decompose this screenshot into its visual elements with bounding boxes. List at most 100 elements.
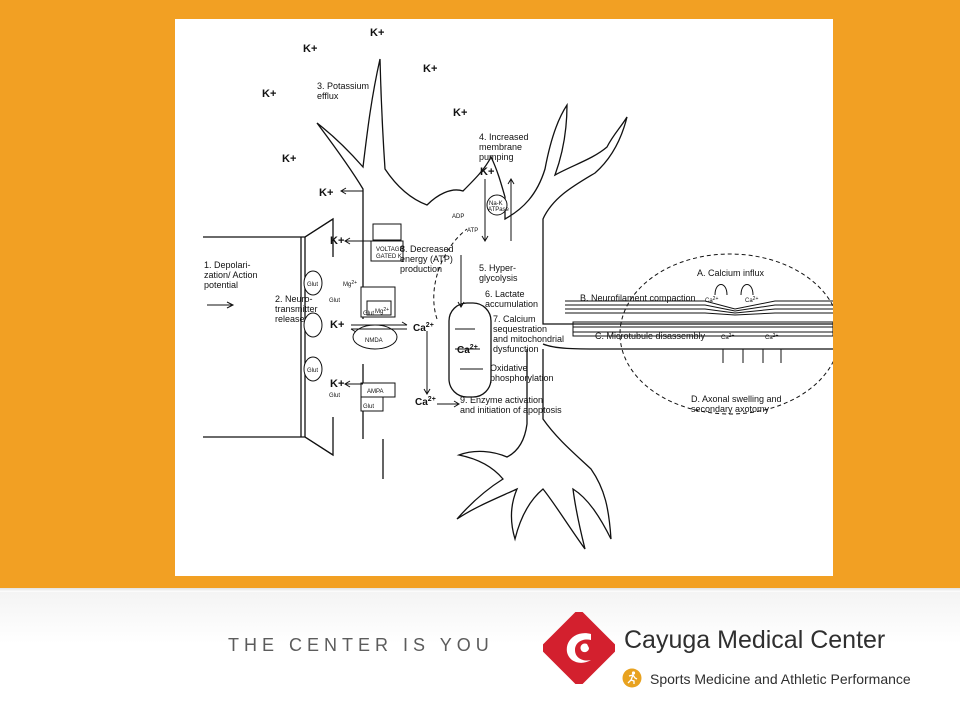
step1-line1: 1. Depolari-: [204, 260, 251, 270]
ca-label-1: Ca2+: [413, 322, 434, 334]
step9-line2: and initiation of apoptosis: [460, 405, 562, 415]
k-ion-label-6: K+: [282, 153, 296, 165]
step6-line2: accumulation: [485, 299, 538, 309]
glut-label-6: Glut: [363, 404, 374, 410]
k-ion-label-1: K+: [370, 27, 384, 39]
brand-subtitle: Sports Medicine and Athletic Performance: [650, 671, 911, 687]
step1-line3: potential: [204, 280, 238, 290]
mg-label-2: Mg2+: [375, 307, 389, 315]
step9-line1: 9. Enzyme activation: [460, 395, 543, 405]
oxidative-line2: phosphorylation: [490, 373, 554, 383]
mg-box: [366, 300, 392, 316]
depolarization-arrow: [207, 301, 235, 309]
axon-c-label: C. Microtubule disassembly: [595, 331, 706, 341]
mitochondrion: [448, 302, 492, 398]
glut-vesicle-1: [303, 270, 323, 296]
axon-microtubule-tube: [572, 321, 833, 337]
glut-label-5: Glut: [363, 311, 374, 317]
glut-label-1: Glut: [307, 282, 318, 288]
step5-line1: 5. Hyper-: [479, 263, 516, 273]
calcium-influx-arrows: [714, 284, 782, 363]
glycolysis-arrow: [457, 255, 465, 308]
glut-label-3: Glut: [307, 368, 318, 374]
step7-line1: 7. Calcium: [493, 314, 536, 324]
mg-label-1: Mg2+: [343, 280, 357, 288]
axon-b-label: B. Neurofilament compaction: [580, 293, 696, 303]
atp-production-arrow: [433, 228, 468, 320]
adp-label: ADP: [452, 214, 464, 220]
neuron-soma-outline: [316, 58, 833, 325]
glut-vesicle-2: [303, 312, 323, 338]
axonal-swelling-outline: [619, 253, 833, 415]
axon-ca-label-2: Ca2+: [745, 296, 758, 304]
step8-line3: production: [400, 264, 442, 274]
k-ion-label-2: K+: [303, 43, 317, 55]
step2-line2: transmitter: [275, 304, 318, 314]
ca-entry-arrow: [423, 331, 431, 395]
footer-divider: [0, 588, 960, 592]
enzyme-activation-arrow: [437, 400, 460, 408]
step4-line2: membrane: [479, 142, 522, 152]
ca-label-3: Ca2+: [415, 396, 436, 408]
ampa-glut-box: [360, 396, 384, 412]
presynaptic-terminal-cleft: [300, 218, 334, 456]
k-efflux-arrow-2: [344, 237, 373, 245]
k-ion-label-7: K+: [319, 187, 333, 199]
k-ion-label-10: K+: [330, 319, 344, 331]
k-ion-label-9: K+: [330, 235, 344, 247]
axon-ca-label-3: Ca2+: [721, 333, 734, 341]
vgk-line2: GATED K: [376, 254, 402, 260]
cayuga-swirl-icon: [543, 612, 615, 684]
k-ion-label-4: K+: [262, 88, 276, 100]
glut-label-2: Glut: [329, 298, 340, 304]
pump-arrow-down: [481, 179, 489, 242]
step4-line1: 4. Increased: [479, 132, 529, 142]
na-k-atpase-pump: [486, 194, 508, 216]
k-ion-label-8: K+: [480, 166, 494, 178]
step7-line4: dysfunction: [493, 344, 539, 354]
step4-line3: pumping: [479, 152, 514, 162]
diagram-labels: K+ K+ K+ K+ K+ K+ K+ K+ K+ K+ K+ 3. Pota…: [204, 27, 782, 415]
axon-ca-label-1: Ca2+: [705, 296, 718, 304]
axon-d-line1: D. Axonal swelling and: [691, 394, 782, 404]
k-ca-exchange-arrow: [350, 321, 408, 333]
step3-line2: efflux: [317, 91, 339, 101]
neuron-diagram-panel: K+ K+ K+ K+ K+ K+ K+ K+ K+ K+ K+ 3. Pota…: [175, 19, 833, 576]
k-ion-label-5: K+: [453, 107, 467, 119]
axon-ca-label-4: Ca2+: [765, 333, 778, 341]
k-ion-label-3: K+: [423, 63, 437, 75]
nak-line1: Na-K: [489, 201, 503, 207]
axon-d-line2: secondary axotomy: [691, 404, 770, 414]
step8-line2: energy (ATP): [400, 254, 453, 264]
brand-name: Cayuga Medical Center: [624, 626, 886, 654]
step2-line1: 2. Neuro-: [275, 294, 313, 304]
step7-line2: sequestration: [493, 324, 547, 334]
k-efflux-arrow-3: [344, 380, 363, 388]
step7-line3: and mitochondrial: [493, 334, 564, 344]
pump-arrow-up: [507, 178, 515, 241]
vgk-channel: [370, 240, 404, 262]
runner-icon: [622, 668, 642, 688]
step8-line1: 8. Decreased: [400, 244, 454, 254]
axon-a-label: A. Calcium influx: [697, 268, 765, 278]
vgk-channel-top: [372, 223, 402, 241]
step2-line3: release: [275, 314, 305, 324]
k-efflux-arrow-1: [340, 187, 363, 195]
vgk-line1: VOLTAGE: [376, 247, 403, 253]
nmda-label: NMDA: [365, 338, 383, 344]
step5-line2: glycolysis: [479, 273, 518, 283]
step6-line1: 6. Lactate: [485, 289, 525, 299]
ampa-label: AMPA: [367, 389, 384, 395]
ca-label-2: Ca2+: [457, 344, 478, 356]
neuron-lower-outline: [456, 343, 833, 550]
neurofilament-bundle: [565, 300, 833, 316]
nak-line2: ATPase: [488, 207, 510, 213]
step3-line1: 3. Potassium: [317, 81, 369, 91]
neuron-diagram: [203, 58, 833, 550]
oxidative-line1: Oxidative: [490, 363, 528, 373]
step1-line2: zation/ Action: [204, 270, 258, 280]
tagline: THE CENTER IS YOU: [228, 635, 494, 655]
glut-vesicle-3: [303, 356, 323, 382]
mitochondrion-cristae: [455, 328, 483, 370]
